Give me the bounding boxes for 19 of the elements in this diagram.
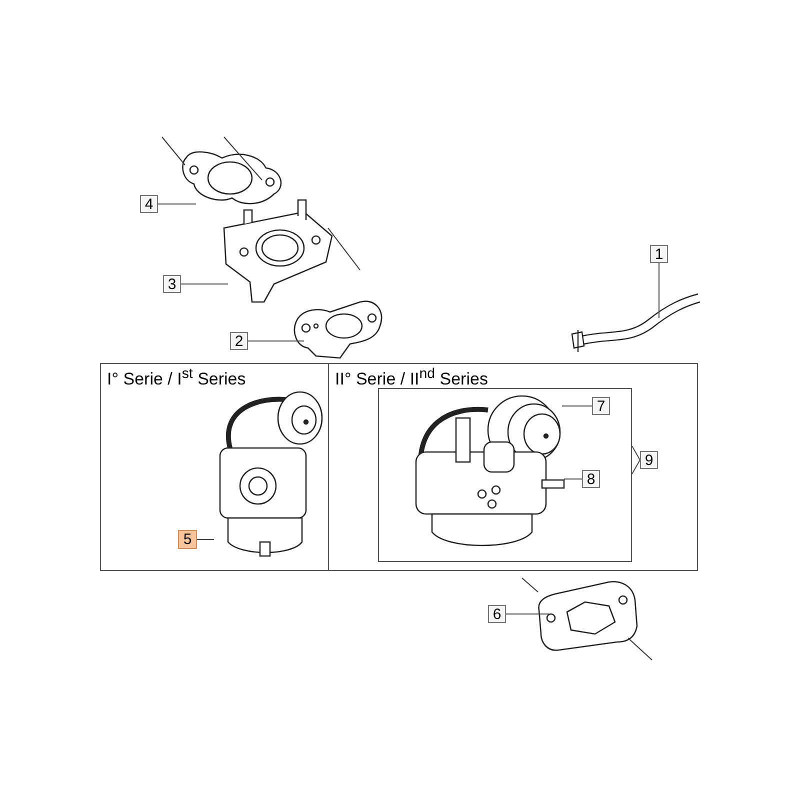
leader-line [564,478,582,480]
leader-line [196,539,214,540]
series-frame [378,388,632,562]
series-panel [328,363,698,571]
series-panel [100,363,329,571]
callout-number: 3 [163,275,181,293]
callout-number: 1 [650,245,668,263]
callout-number: 9 [640,451,658,469]
callout-number: 4 [140,195,158,213]
bracket [632,446,641,474]
callout-number: 8 [582,470,600,488]
callout-number: 6 [488,605,506,623]
leader-line [658,262,660,318]
leader-line [248,340,304,342]
callout-number: 7 [592,397,610,415]
callout-number: 5 [178,530,197,549]
callout-number: 2 [230,332,248,350]
panel-heading: II° Serie / II$^{nd}$ Series [335,366,488,390]
panel-heading: I° Serie / I$^{st}$ Series [107,366,246,390]
